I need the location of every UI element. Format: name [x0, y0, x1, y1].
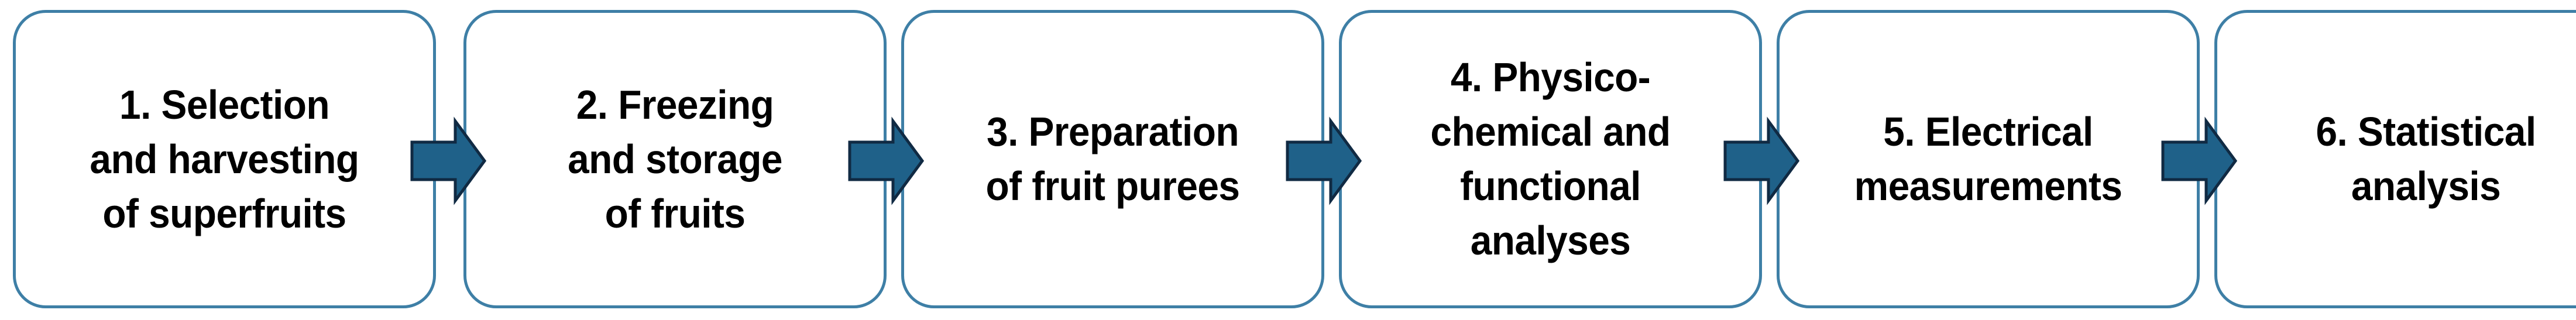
step-label-1: 1. Selection and harvesting of superfrui… [90, 81, 359, 236]
step-box-2-freezing-and-storage-of-fruits[interactable]: 2. Freezing and storage of fruits [463, 10, 887, 308]
step-box-6-statistical-analysis[interactable]: 6. Statistical analysis [2214, 10, 2576, 308]
step-box-4-physico-chemical-and-functional-analyses[interactable]: 4. Physico- chemical and functional anal… [1339, 10, 1762, 308]
right-arrow-icon [410, 116, 487, 205]
step-box-3-preparation-of-fruit-purees[interactable]: 3. Preparation of fruit purees [901, 10, 1324, 308]
step-label-6: 6. Statistical analysis [2316, 109, 2536, 209]
right-arrow-icon [1286, 116, 1362, 205]
step-label-5: 5. Electrical measurements [1854, 109, 2122, 209]
step-box-5-electrical-measurements[interactable]: 5. Electrical measurements [1777, 10, 2200, 308]
step-label-3: 3. Preparation of fruit purees [985, 109, 1240, 209]
step-box-1-selection-and-harvesting-of-superfruits[interactable]: 1. Selection and harvesting of superfrui… [13, 10, 436, 308]
connector-arrow-step4-to-step5 [1723, 116, 1800, 205]
connector-arrow-step1-to-step2 [410, 116, 487, 205]
right-arrow-icon [1723, 116, 1800, 205]
right-arrow-icon [848, 116, 925, 205]
right-arrow-icon [2161, 116, 2238, 205]
connector-arrow-step3-to-step4 [1286, 116, 1362, 205]
connector-arrow-step5-to-step6 [2161, 116, 2238, 205]
step-label-4: 4. Physico- chemical and functional anal… [1430, 54, 1671, 263]
connector-arrow-step2-to-step3 [848, 116, 925, 205]
step-label-2: 2. Freezing and storage of fruits [568, 81, 782, 236]
